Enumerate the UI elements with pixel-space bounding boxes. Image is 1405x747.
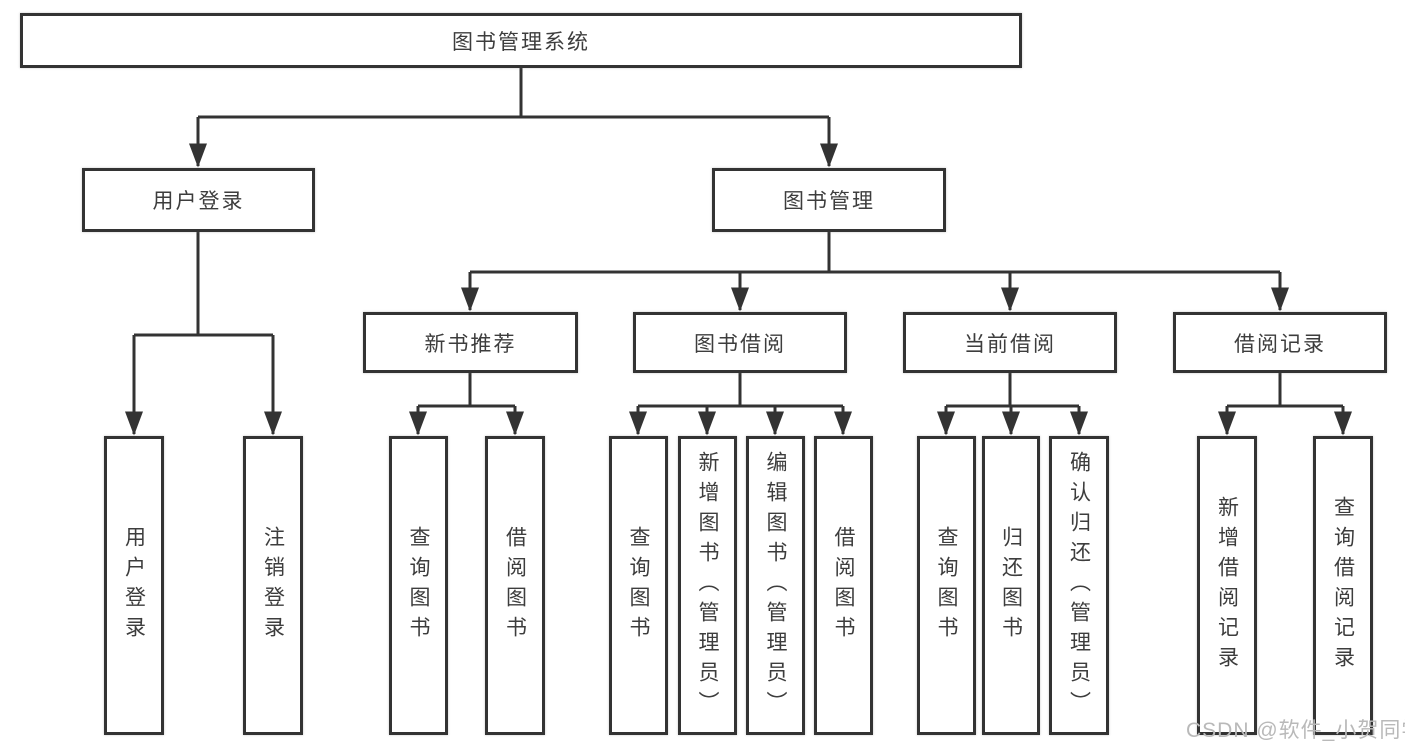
- node-logout: 注销登录: [243, 436, 303, 735]
- node-user-login: 用户登录: [104, 436, 164, 735]
- node-br-add-record: 新增借阅记录: [1197, 436, 1257, 735]
- node-user-login-group: 用户登录: [82, 168, 315, 232]
- node-nbr-borrow-books: 借阅图书: [485, 436, 545, 735]
- node-root-system: 图书管理系统: [20, 13, 1022, 68]
- csdn-watermark: CSDN @软件_小贺同学: [1186, 719, 1405, 742]
- node-bb-borrow-books: 借阅图书: [814, 436, 873, 735]
- node-cb-return-books: 归还图书: [982, 436, 1040, 735]
- node-cb-confirm-return-admin: 确认归还（管理员）: [1049, 436, 1109, 735]
- node-bb-query-books: 查询图书: [609, 436, 668, 735]
- node-nbr-query-books: 查询图书: [389, 436, 448, 735]
- node-book-borrow: 图书借阅: [633, 312, 847, 373]
- node-new-book-recommend: 新书推荐: [363, 312, 578, 373]
- node-current-borrow: 当前借阅: [903, 312, 1117, 373]
- node-bb-add-books-admin: 新增图书（管理员）: [678, 436, 737, 735]
- node-cb-query-books: 查询图书: [917, 436, 976, 735]
- node-book-management-group: 图书管理: [712, 168, 946, 232]
- node-bb-edit-books-admin: 编辑图书（管理员）: [746, 436, 805, 735]
- node-borrow-records: 借阅记录: [1173, 312, 1387, 373]
- node-br-query-record: 查询借阅记录: [1313, 436, 1373, 735]
